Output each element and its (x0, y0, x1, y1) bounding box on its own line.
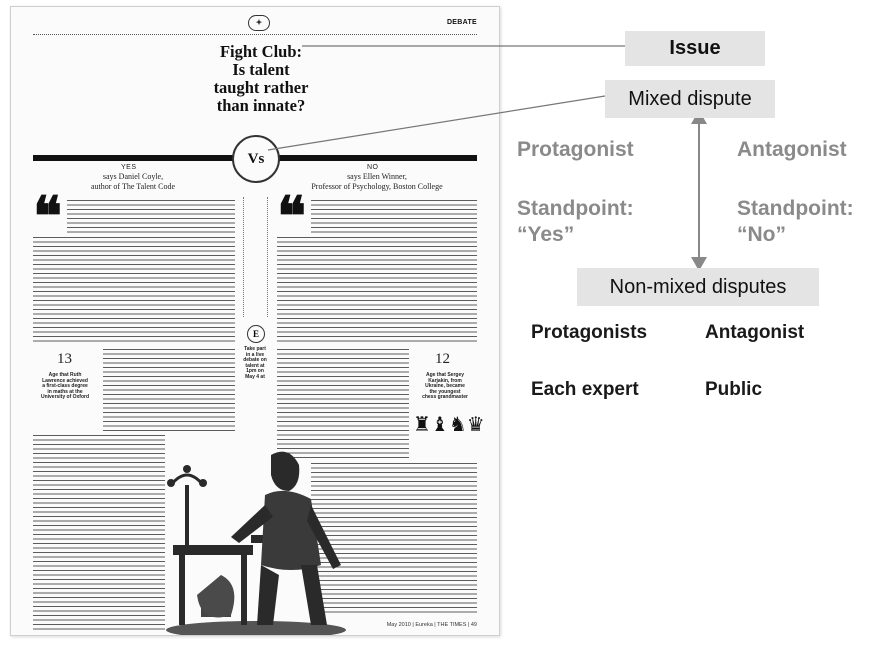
antagonist-label-2: Antagonist (705, 322, 805, 343)
side-note-line: Ukraine, became (425, 383, 465, 389)
yes-label: YES (121, 164, 137, 171)
center-note-line: talent at (245, 362, 265, 369)
no-stat-number: 12 (435, 351, 450, 367)
no-bar (277, 155, 477, 161)
side-note-line: the youngest (429, 388, 461, 395)
yes-article-text (67, 200, 235, 234)
page-footer: May 2010 | Eureka | THE TIMES | 49 (386, 622, 477, 628)
headline-line-3: taught rather (213, 78, 309, 97)
center-note-line: Take part (244, 346, 266, 352)
side-note-line: Karjakin, from (428, 377, 462, 384)
issue-box: Issue (625, 31, 765, 66)
public-label: Public (705, 379, 763, 400)
standpoint-no-line-1: Standpoint: (737, 197, 854, 220)
composer-illustration (166, 451, 346, 635)
center-note-line: 1pm on (246, 368, 264, 374)
yes-article-text (33, 237, 235, 345)
yes-side-note: Age that Ruth Lawrence achieved a first-… (35, 372, 95, 401)
side-note-line: a first-class degree (42, 383, 88, 389)
eureka-logo-icon: E (247, 325, 265, 343)
side-note-line: in maths at the (47, 388, 83, 395)
no-label: NO (367, 164, 379, 171)
vs-circle: Vs (232, 135, 280, 183)
headline-line-4: than innate? (216, 96, 306, 115)
divider (243, 197, 244, 317)
chess-pieces-icon: ♜♝♞♛ (413, 414, 485, 436)
no-article-text (277, 237, 477, 345)
no-quote-icon: ❝ (277, 187, 307, 247)
side-note-line: chess grandmaster (422, 394, 468, 400)
newspaper-page: ✦ DEBATE Fight Club: Is talent taught ra… (10, 6, 500, 636)
standpoint-no-line-2: “No” (737, 223, 786, 246)
center-note-line: May 4 at (245, 373, 265, 380)
yes-stat-number: 13 (57, 351, 72, 367)
yes-author: says Daniel Coyle, (102, 172, 164, 181)
protagonist-label: Protagonist (517, 138, 634, 161)
center-note-line: in a live (245, 351, 265, 358)
mixed-dispute-box: Mixed dispute (605, 80, 775, 118)
center-note-line: debate on (243, 357, 267, 363)
no-author: says Ellen Winner, (347, 172, 407, 181)
top-rule (33, 34, 477, 35)
yes-bar (33, 155, 233, 161)
times-crest-icon: ✦ (248, 15, 270, 31)
yes-article-text (33, 435, 165, 631)
headline: Fight Club: Is talent taught rather than… (161, 43, 361, 115)
antagonist-label: Antagonist (737, 138, 847, 161)
side-note-line: Age that Ruth (48, 372, 82, 378)
side-note-line: Lawrence achieved (42, 377, 88, 384)
protagonists-label: Protagonists (531, 322, 648, 343)
each-expert-label: Each expert (531, 379, 639, 400)
mixed-dispute-connector-line (267, 95, 606, 151)
yes-subtitle: author of The Talent Code (90, 182, 175, 191)
side-note-line: University of Oxford (40, 394, 90, 400)
standpoint-yes: Standpoint: “Yes” (517, 196, 634, 248)
no-article-text (277, 349, 409, 459)
section-tag: DEBATE (446, 19, 477, 26)
yes-quote-icon: ❝ (33, 187, 63, 247)
headline-line-1: Fight Club: (219, 42, 303, 61)
no-article-text (311, 463, 477, 613)
non-mixed-disputes-box: Non-mixed disputes (577, 268, 819, 306)
headline-line-2: Is talent (232, 60, 290, 79)
standpoint-no: Standpoint: “No” (737, 196, 854, 248)
center-note: Take part in a live debate on talent at … (240, 346, 270, 380)
standpoint-yes-line-2: “Yes” (517, 223, 575, 246)
standpoint-yes-line-1: Standpoint: (517, 197, 634, 220)
divider (267, 197, 268, 317)
no-article-text (311, 200, 477, 234)
no-subtitle: Professor of Psychology, Boston College (311, 182, 443, 191)
no-side-note: Age that Sergey Karjakin, from Ukraine, … (415, 372, 475, 401)
side-note-line: Age that Sergey (425, 372, 465, 378)
yes-article-text (103, 349, 235, 431)
arrow-down-icon (691, 257, 707, 271)
